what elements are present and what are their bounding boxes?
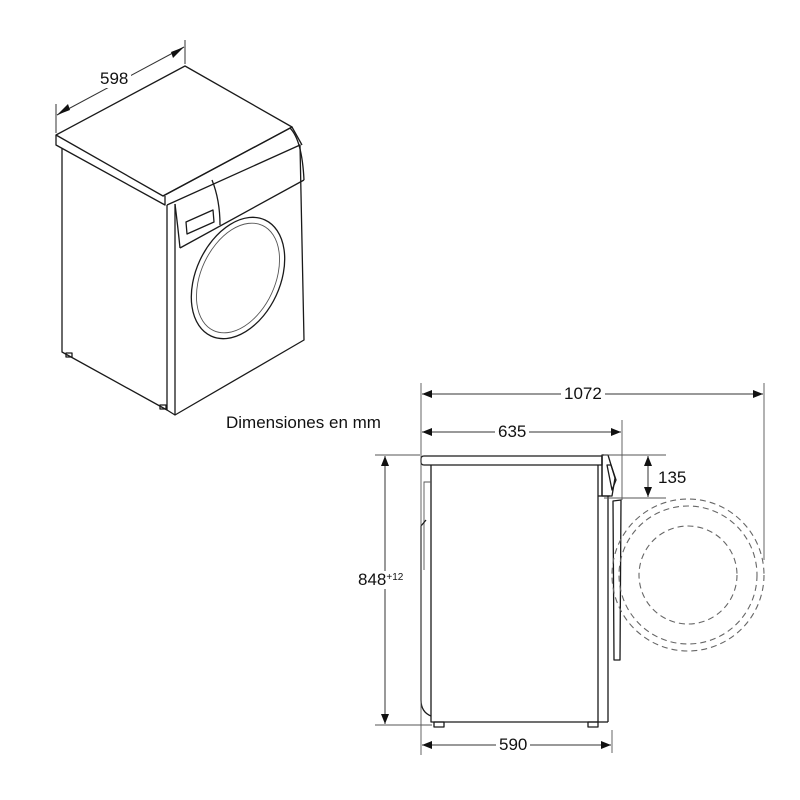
isometric-washer — [55, 65, 305, 416]
total-depth-label: 1072 — [561, 385, 605, 403]
side-view-washer — [420, 454, 765, 728]
panel-height-label: 135 — [658, 468, 687, 487]
extension-lines — [375, 383, 765, 755]
height-label: 848 — [358, 570, 387, 589]
depth-label: 635 — [495, 423, 530, 441]
units-caption: Dimensiones en mm — [226, 413, 381, 432]
height-label-group: 848+12 — [355, 570, 407, 589]
base-depth-label: 590 — [496, 736, 531, 754]
height-tolerance: +12 — [386, 572, 404, 583]
width-label: 598 — [97, 70, 132, 88]
dimension-lines — [381, 390, 763, 749]
